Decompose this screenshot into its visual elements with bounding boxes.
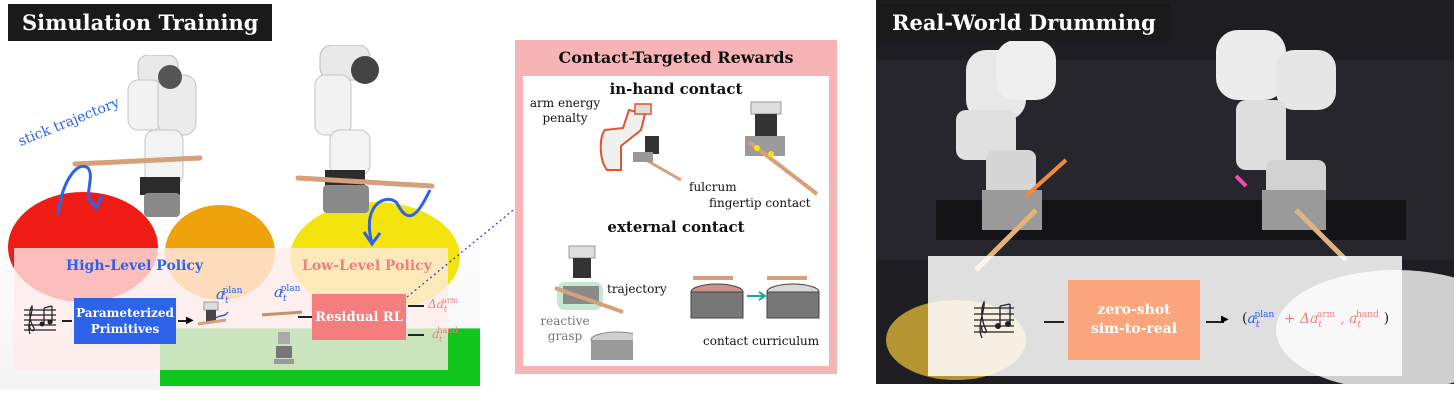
a-hand-symbol: athand — [432, 326, 458, 344]
dotted-connector — [406, 206, 518, 298]
contact-curriculum-label: contact curriculum — [703, 334, 820, 348]
robot-arm-left — [127, 55, 197, 217]
hand-mini-icon — [274, 332, 294, 364]
formula-open-paren: ( — [1242, 310, 1248, 327]
drum-sticks — [56, 155, 435, 247]
fulcrum-hand-image — [745, 101, 819, 196]
arrow-to-residual — [298, 316, 312, 318]
arrow-to-delta-arm — [408, 305, 424, 307]
simulation-training-title: Simulation Training — [8, 4, 273, 41]
robot-thumbnail-icon — [197, 301, 229, 326]
zero-shot-line-1: zero-shot — [1097, 302, 1171, 318]
reactive-line-2: grasp — [547, 329, 583, 343]
fingertip-contact-label: fingertip contact — [709, 196, 811, 210]
fulcrum-label: fulcrum — [689, 180, 737, 194]
formula-delta-arm: + Δa — [1279, 310, 1319, 327]
arm-energy-line-2: penalty — [542, 111, 588, 125]
formula-a-plan: a — [1247, 310, 1256, 327]
contact-rewards-panel: Contact-Targeted Rewards in-hand contact… — [515, 40, 837, 374]
in-hand-contact-title: in-hand contact — [609, 80, 743, 98]
real-world-drumming-title: Real-World Drumming — [878, 4, 1170, 41]
trajectory-label: trajectory — [607, 282, 667, 296]
arm-energy-line-1: arm energy — [529, 96, 601, 110]
low-level-policy-label: Low-Level Policy — [302, 258, 432, 274]
music-score-icon — [24, 304, 56, 335]
dash-arrow-1 — [62, 320, 72, 322]
delta-arm-symbol: Δatarm — [428, 296, 459, 314]
formula-close-paren: ) — [1383, 310, 1390, 327]
a-plan-symbol-2: atplan — [274, 283, 301, 304]
arrow-to-a-hand — [408, 334, 424, 336]
arrow-to-formula — [1206, 321, 1224, 323]
reactive-grasp-label: reactive grasp — [537, 314, 593, 344]
zero-shot-line-2: sim-to-real — [1090, 321, 1178, 337]
real-world-drumming-panel: Real-World Drumming zero-shot sim-to-rea… — [876, 0, 1454, 384]
arm-energy-robot-image — [599, 103, 682, 182]
music-score-icon-right — [974, 300, 1014, 339]
reactive-grasp-image — [554, 245, 633, 360]
contact-curriculum-image — [690, 276, 820, 319]
action-formula: (atplan + Δatarm, athand) — [1242, 310, 1390, 330]
reactive-line-1: reactive — [540, 314, 590, 328]
robot-arm-right — [314, 45, 379, 213]
dash-arrow-right-1 — [1044, 321, 1064, 323]
parameterized-primitives-button[interactable]: Parameterized Primitives — [74, 298, 176, 344]
contact-rewards-title: Contact-Targeted Rewards — [558, 48, 794, 67]
arrow-to-robot — [178, 320, 190, 322]
simulation-training-panel: stick trajectory Simulation Training Hig… — [0, 0, 480, 390]
zero-shot-sim-to-real-button[interactable]: zero-shot sim-to-real — [1068, 280, 1200, 360]
high-level-policy-label: High-Level Policy — [66, 258, 204, 274]
arrow-head-right: ▶ — [1221, 314, 1229, 325]
a-plan-symbol-1: atplan — [216, 285, 243, 306]
external-contact-title: external contact — [607, 218, 745, 236]
contact-rewards-content: in-hand contact arm energy penalty fulcr… — [523, 76, 829, 366]
residual-rl-button[interactable]: Residual RL — [312, 294, 406, 340]
formula-a-hand: , a — [1340, 310, 1358, 327]
primitives-line-2: Primitives — [90, 322, 160, 336]
primitives-line-1: Parameterized — [76, 306, 174, 320]
arm-energy-label: arm energy penalty — [529, 96, 601, 126]
arrow-head-1: ▶ — [186, 315, 194, 326]
